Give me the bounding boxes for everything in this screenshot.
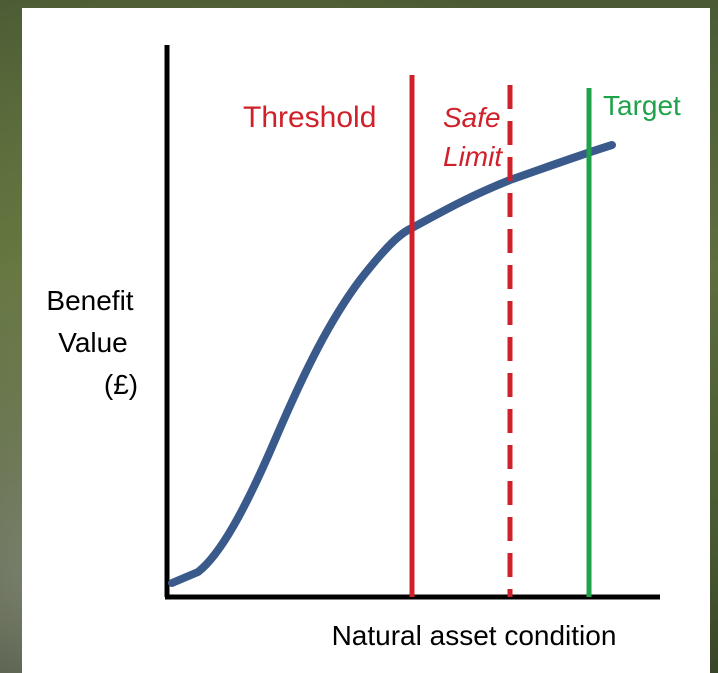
- y-axis-label-line3: (£): [104, 369, 138, 400]
- threshold-label: Threshold: [243, 101, 376, 134]
- y-axis-label-line2: Value: [58, 327, 128, 358]
- diagram-panel: [22, 8, 710, 673]
- target-label: Target: [603, 90, 681, 121]
- y-axis-label-line1: Benefit: [46, 285, 133, 316]
- x-axis-label: Natural asset condition: [332, 620, 617, 651]
- benefit-curve: [168, 141, 616, 587]
- safe-limit-label-line2: Limit: [443, 141, 503, 172]
- safe-limit-label-line1: Safe: [443, 102, 501, 133]
